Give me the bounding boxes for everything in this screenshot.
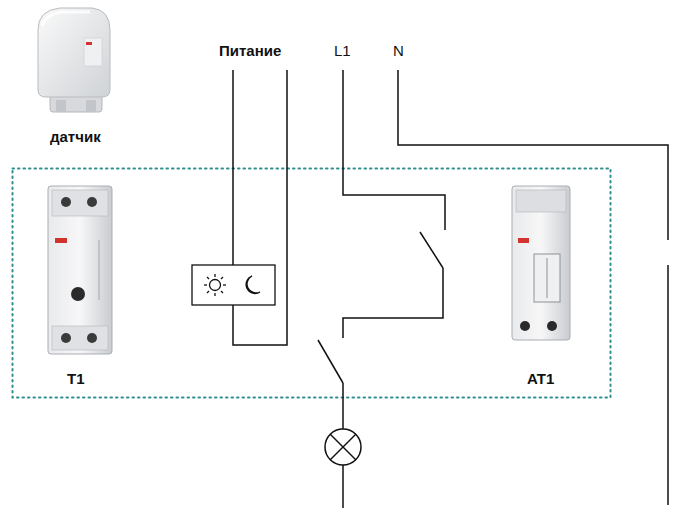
wires [233, 70, 668, 508]
device-label: AT1 [527, 370, 554, 388]
device-label: T1 [67, 370, 85, 388]
neutral-label: N [393, 42, 404, 60]
phase-label: L1 [334, 42, 351, 60]
sensor-picture [38, 8, 110, 112]
power-label: Питание [219, 42, 281, 60]
day-night-symbol [192, 265, 275, 305]
device-boundary [13, 169, 611, 398]
t1-module-picture [48, 186, 112, 354]
at1-module-picture [512, 186, 570, 340]
sensor-caption: датчик [50, 128, 101, 146]
